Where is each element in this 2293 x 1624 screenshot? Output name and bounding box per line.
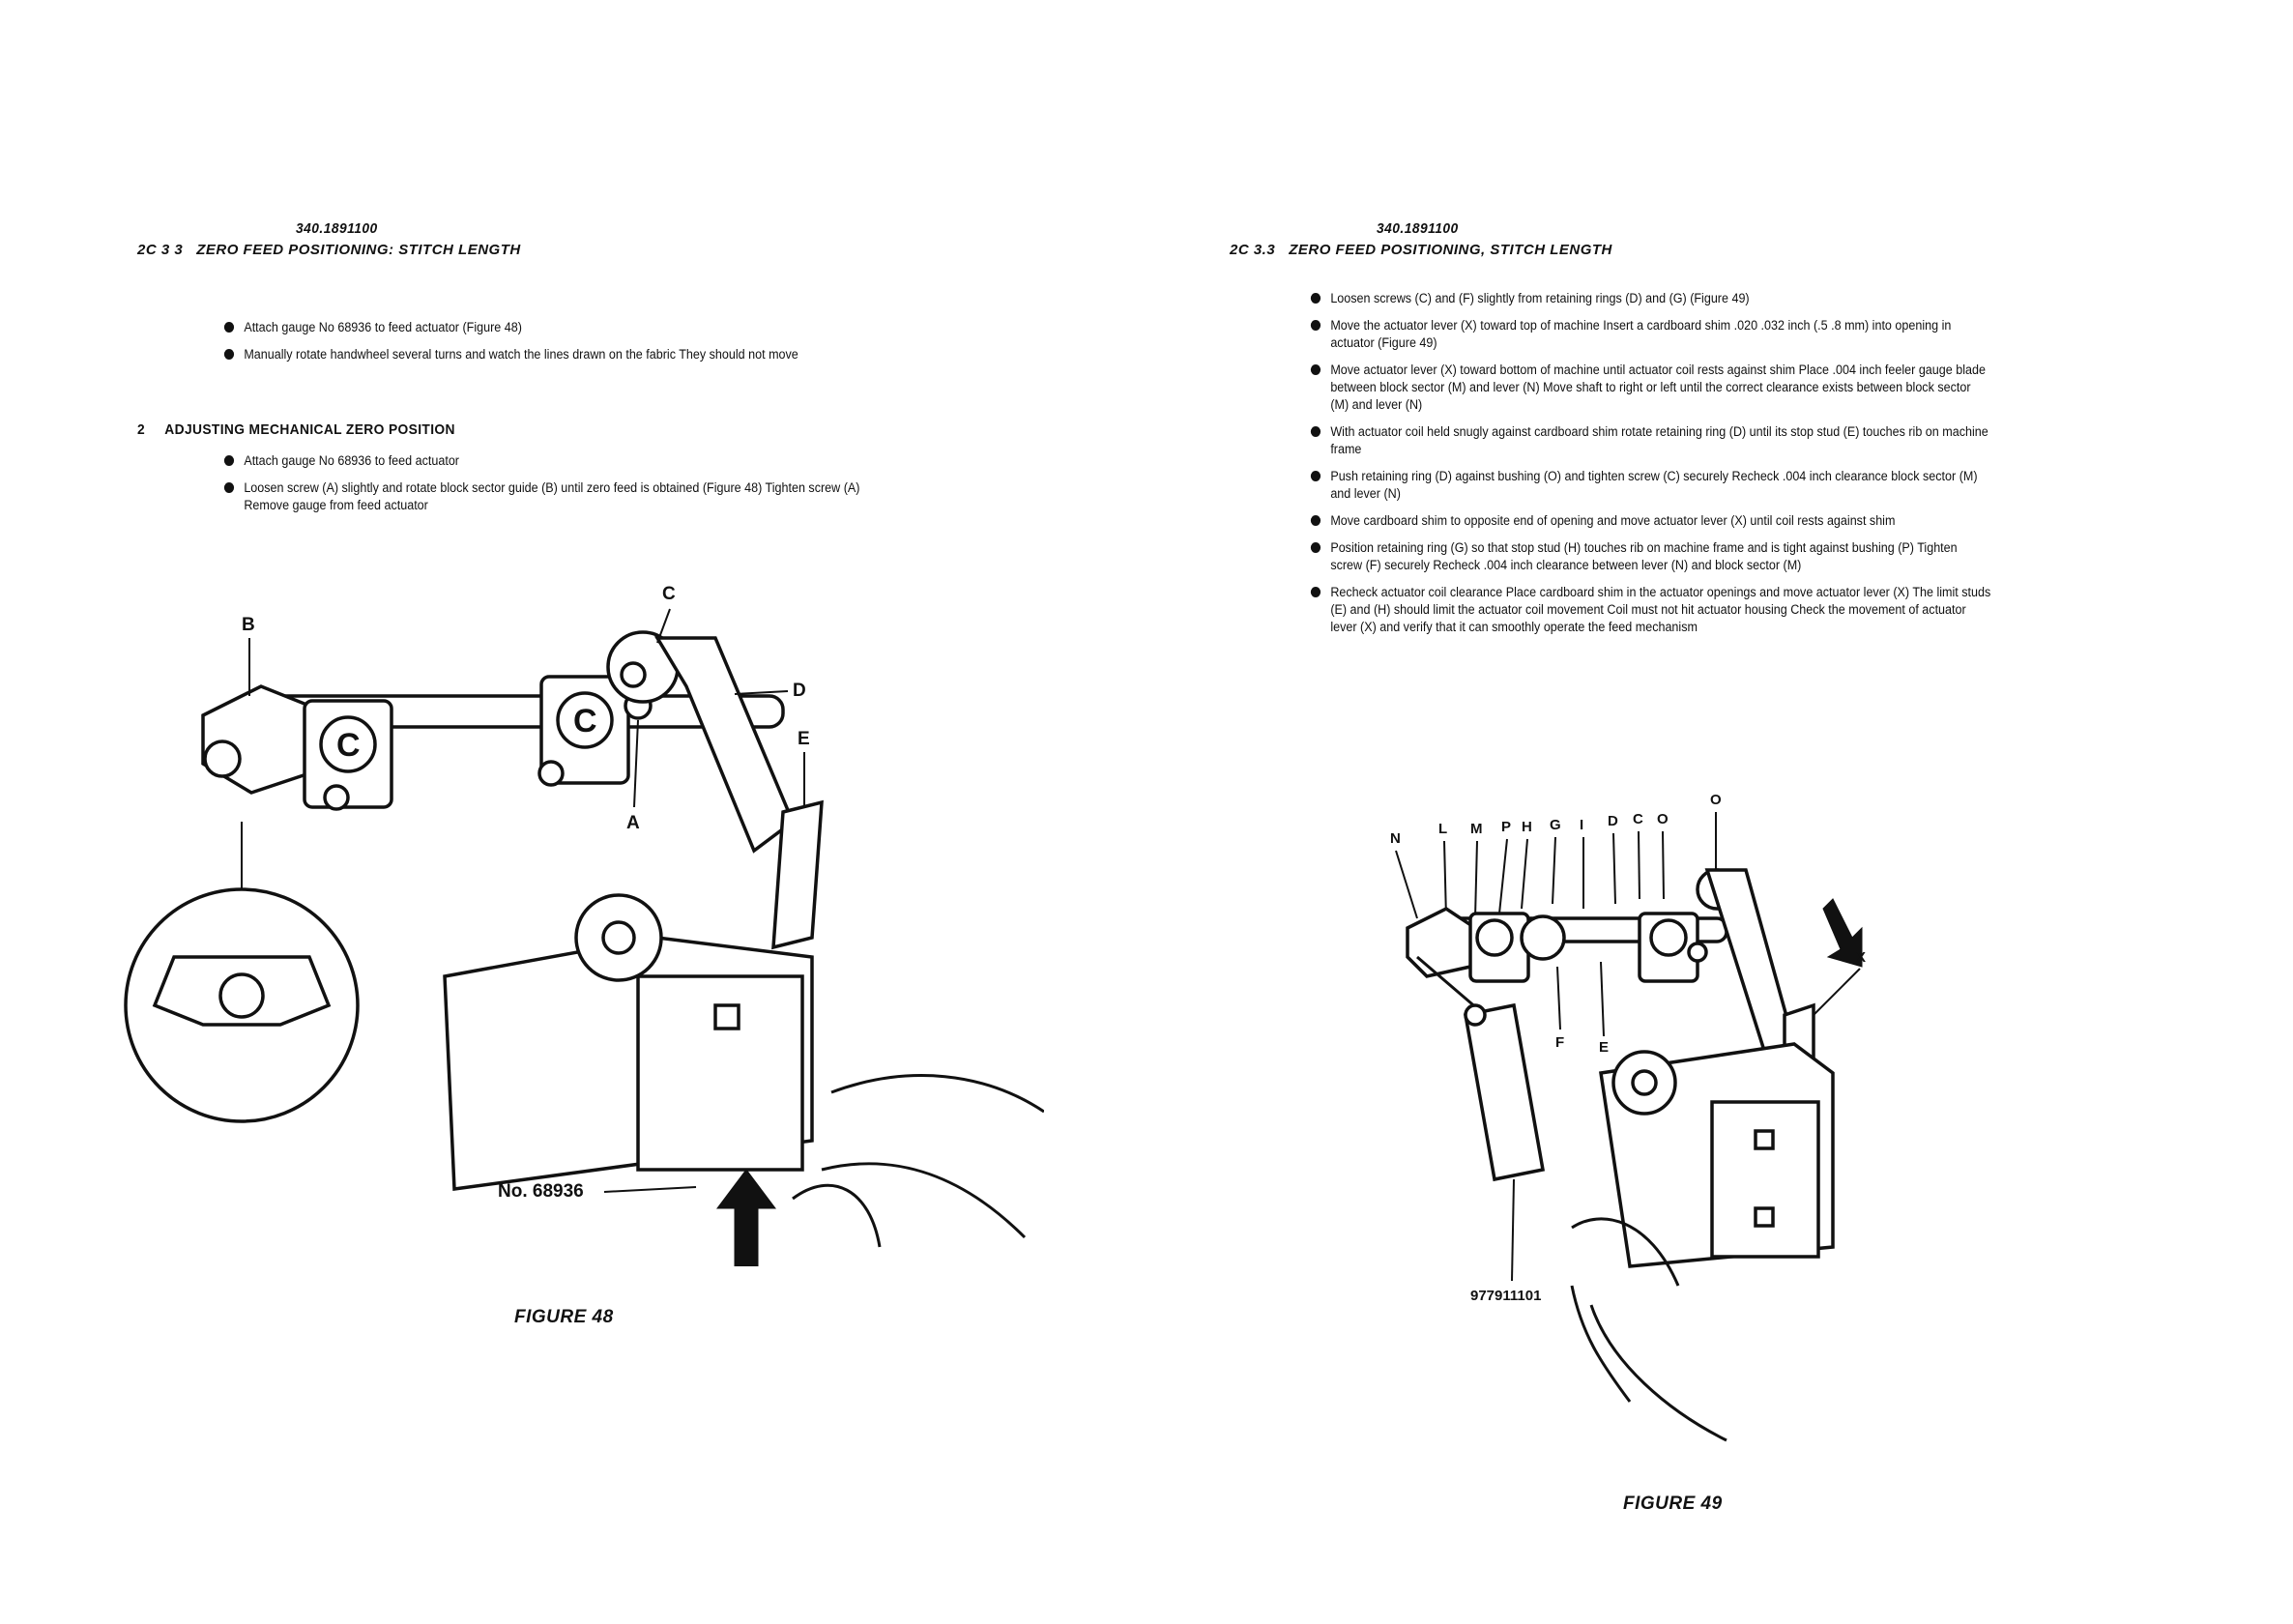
callout-c: C <box>1633 811 1643 827</box>
hand-outline <box>792 1074 1044 1248</box>
left-doc-number: 340.1891100 <box>296 220 378 237</box>
right-bullet-list: Loosen screws (C) and (F) slightly from … <box>1309 290 2044 646</box>
gauge-window <box>713 1003 740 1030</box>
actuator-knob-center <box>601 920 636 955</box>
right-bullet: Recheck actuator coil clearance Place ca… <box>1309 584 1992 636</box>
left-bullet: Manually rotate handwheel several turns … <box>222 346 906 363</box>
inset-pivot <box>218 972 265 1019</box>
callout-leader <box>1498 838 1508 914</box>
left-subsection-title: ADJUSTING MECHANICAL ZERO POSITION <box>164 421 455 438</box>
gauge-label-leader <box>603 1186 697 1193</box>
callout-m: M <box>1470 821 1483 837</box>
callout-a-leader <box>633 719 639 808</box>
left-section-title: ZERO FEED POSITIONING: STITCH LENGTH <box>196 242 521 258</box>
callout-g: G <box>1550 817 1561 833</box>
figure-48-caption: FIGURE 48 <box>514 1307 614 1327</box>
callout-o-upper: O <box>1710 792 1722 808</box>
callout-leader <box>1521 838 1528 910</box>
screw-c <box>1687 942 1708 963</box>
gauge-pivot <box>1464 1003 1487 1027</box>
callout-b: B <box>242 615 255 635</box>
gauge-label: No. 68936 <box>498 1181 584 1202</box>
callout-leader <box>1662 830 1665 900</box>
gauge-part-number: 977911101 <box>1470 1288 1541 1304</box>
callout-f-leader <box>1556 966 1561 1030</box>
gauge-plate <box>1710 1100 1820 1259</box>
push-arrow <box>716 1169 776 1266</box>
right-bullet: Move actuator lever (X) toward bottom of… <box>1309 362 1992 414</box>
callout-x-leader <box>1813 968 1861 1016</box>
hand-outline <box>1570 1217 1727 1442</box>
callout-e: E <box>1599 1039 1609 1056</box>
callout-c: C <box>662 584 676 604</box>
right-bullet: Push retaining ring (D) against bushing … <box>1309 468 1992 503</box>
lever-d <box>653 636 796 854</box>
left-bullet: Attach gauge No 68936 to feed actuator <box>222 452 906 470</box>
callout-o: O <box>1657 811 1669 827</box>
gauge-part-leader <box>1511 1178 1515 1282</box>
callout-f: F <box>1555 1034 1564 1051</box>
left-subsection-heading: 2 ADJUSTING MECHANICAL ZERO POSITION <box>137 421 455 438</box>
actuator-lever <box>1704 868 1797 1057</box>
callout-h: H <box>1522 819 1532 835</box>
figure-49-caption: FIGURE 49 <box>1623 1494 1723 1514</box>
feeler-gauge <box>1463 1002 1546 1182</box>
left-bullet-list-top: Attach gauge No 68936 to feed actuator (… <box>222 319 957 373</box>
collar-one-glyph: C <box>336 727 361 764</box>
screw-head <box>323 784 350 811</box>
gauge-window <box>1754 1129 1775 1150</box>
figure-48-illustration: C C B C D E <box>124 584 1044 1266</box>
left-section-number: 2C 3 3 <box>137 242 184 258</box>
ring-hole <box>620 661 647 688</box>
direction-arrow <box>1822 898 1863 968</box>
callout-leader <box>1474 840 1478 919</box>
left-bullet: Loosen screw (A) slightly and rotate blo… <box>222 479 906 514</box>
retaining-ring-g <box>1520 914 1566 961</box>
figure-49-illustration: N L M P H G I D C O O <box>1390 792 1866 1442</box>
collar-two-glyph: C <box>573 703 597 740</box>
screw-head <box>537 760 565 787</box>
callout-d: D <box>793 681 806 701</box>
left-page: 340.1891100 2C 3 3 ZERO FEED POSITIONING:… <box>0 0 1146 1624</box>
callout-leader <box>1552 836 1556 905</box>
right-doc-number: 340.1891100 <box>1377 220 1459 237</box>
bushing-p <box>1475 918 1514 957</box>
callout-l: L <box>1438 821 1447 837</box>
callout-d-leader <box>734 690 789 695</box>
right-bullet: Loosen screws (C) and (F) slightly from … <box>1309 290 1992 307</box>
callout-x: X <box>1856 949 1866 966</box>
callout-p: P <box>1501 819 1511 835</box>
callout-i: I <box>1580 817 1583 833</box>
right-section-title: ZERO FEED POSITIONING, STITCH LENGTH <box>1289 242 1612 258</box>
guide-pivot <box>203 740 242 778</box>
right-section-number: 2C 3.3 <box>1230 242 1276 258</box>
right-section-heading: 2C 3.3 ZERO FEED POSITIONING, STITCH LENG… <box>1230 242 1612 258</box>
arm-e <box>771 799 824 950</box>
right-bullet: Move the actuator lever (X) toward top o… <box>1309 317 1992 352</box>
left-bullet: Attach gauge No 68936 to feed actuator (… <box>222 319 906 336</box>
collar-one-ring <box>319 715 377 773</box>
gauge-window <box>1754 1206 1775 1228</box>
callout-leader <box>1612 832 1616 905</box>
callout-c-leader <box>656 608 671 644</box>
actuator-knob-center <box>1631 1069 1658 1096</box>
right-bullet: Position retaining ring (G) so that stop… <box>1309 539 1992 574</box>
callout-a: A <box>626 813 640 833</box>
figure-49-top-callouts: N L M P H G I D C O O <box>1390 792 1722 919</box>
right-bullet: With actuator coil held snugly against c… <box>1309 423 1992 458</box>
callout-n: N <box>1390 830 1401 847</box>
left-bullet-list-bottom: Attach gauge No 68936 to feed actuator L… <box>222 452 957 524</box>
right-bullet: Move cardboard shim to opposite end of o… <box>1309 512 1992 530</box>
bushing-o <box>1649 918 1688 957</box>
callout-leader <box>1395 850 1418 919</box>
callout-leader <box>1443 840 1447 919</box>
right-page: 340.1891100 2C 3.3 ZERO FEED POSITIONING,… <box>1146 0 2293 1624</box>
collar-two-ring <box>556 691 614 749</box>
left-subsection-number: 2 <box>137 421 146 438</box>
callout-d: D <box>1608 813 1618 829</box>
callout-e: E <box>798 729 810 749</box>
callout-e-leader <box>1600 961 1605 1037</box>
callout-leader <box>1638 830 1640 900</box>
left-section-heading: 2C 3 3 ZERO FEED POSITIONING: STITCH LENG… <box>137 242 521 258</box>
